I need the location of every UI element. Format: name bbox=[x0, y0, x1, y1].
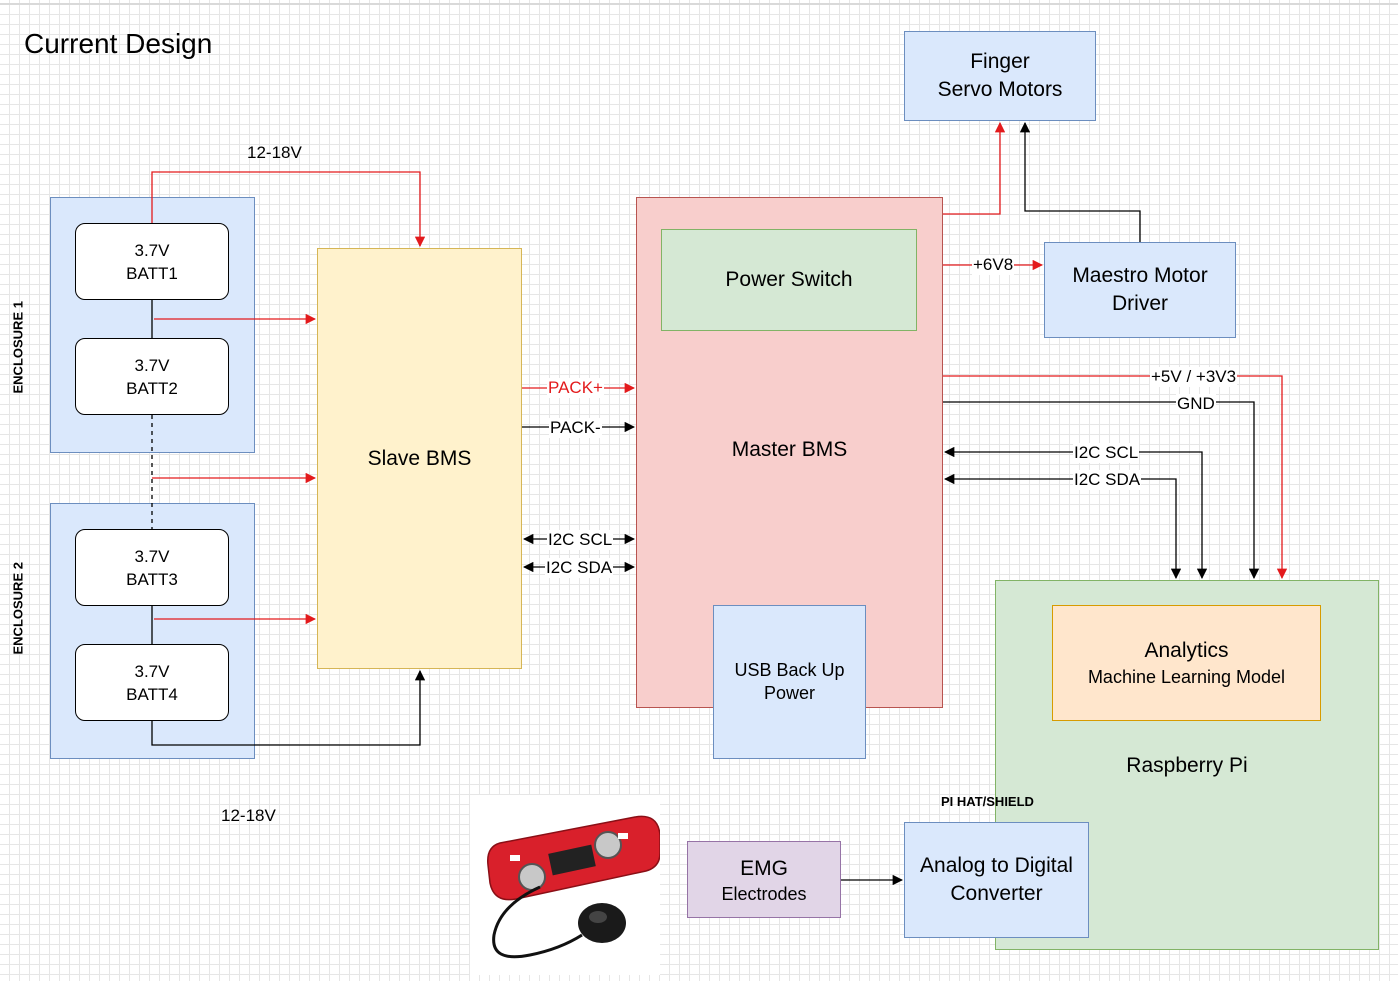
slave-bms: Slave BMS bbox=[317, 248, 522, 669]
master-bms-label: Master BMS bbox=[731, 438, 848, 461]
pack-plus-label: PACK+ bbox=[547, 378, 604, 398]
emg-electrodes: EMG Electrodes bbox=[687, 841, 841, 918]
battery-1-name: BATT1 bbox=[126, 263, 178, 283]
usb-backup-power: USB Back Up Power bbox=[713, 605, 866, 759]
battery-2-name: BATT2 bbox=[126, 378, 178, 398]
emg-line2: Electrodes bbox=[721, 883, 807, 904]
finger-line1: Finger bbox=[970, 50, 1030, 73]
battery-4: 3.7V BATT4 bbox=[75, 644, 229, 721]
wire-i2c-sda-pi bbox=[943, 473, 1182, 580]
v6v8-label: +6V8 bbox=[972, 255, 1015, 275]
battery-3-voltage: 3.7V bbox=[134, 546, 170, 566]
emg-line1: EMG bbox=[740, 856, 788, 880]
finger-line2: Servo Motors bbox=[937, 78, 1063, 101]
power-switch-label: Power Switch bbox=[725, 268, 853, 291]
emg-sensor-image bbox=[470, 795, 661, 975]
adc-line2: Converter bbox=[950, 882, 1043, 905]
pack-minus-label: PACK- bbox=[549, 418, 602, 438]
battery-1-voltage: 3.7V bbox=[134, 240, 170, 260]
battery-4-voltage: 3.7V bbox=[134, 661, 170, 681]
wire-12v-bottom bbox=[151, 669, 426, 746]
wire-12v-top bbox=[151, 171, 426, 248]
voltage-label-bottom: 12-18V bbox=[221, 806, 276, 825]
analytics-line1: Analytics bbox=[1144, 639, 1229, 662]
top-border bbox=[0, 3, 1398, 5]
gnd-label: GND bbox=[1176, 394, 1216, 414]
slave-bms-label: Slave BMS bbox=[367, 446, 472, 470]
battery-2-voltage: 3.7V bbox=[134, 355, 170, 375]
maestro-line2: Driver bbox=[1112, 292, 1168, 315]
i2c-scl-slave-label: I2C SCL bbox=[547, 530, 614, 550]
raspberry-pi-label: Raspberry Pi bbox=[1126, 754, 1248, 777]
battery-2: 3.7V BATT2 bbox=[75, 338, 229, 415]
analytics-ml-model: Analytics Machine Learning Model bbox=[1052, 605, 1321, 721]
battery-4-name: BATT4 bbox=[126, 684, 178, 704]
maestro-line1: Maestro Motor bbox=[1072, 264, 1208, 287]
power-switch: Power Switch bbox=[661, 229, 917, 331]
i2c-sda-pi-label: I2C SDA bbox=[1073, 470, 1142, 490]
wire-i2c-scl-pi bbox=[943, 446, 1208, 580]
i2c-scl-pi-label: I2C SCL bbox=[1073, 443, 1140, 463]
pi-hat-label: PI HAT/SHIELD bbox=[941, 794, 1034, 809]
voltage-label-top: 12-18V bbox=[247, 143, 302, 162]
i2c-sda-slave-label: I2C SDA bbox=[545, 558, 614, 578]
wire-maestro-finger bbox=[1019, 121, 1141, 242]
battery-1: 3.7V BATT1 bbox=[75, 223, 229, 300]
finger-servo-motors: Finger Servo Motors bbox=[904, 31, 1096, 121]
adc-line1: Analog to Digital bbox=[920, 854, 1073, 877]
wire-gnd bbox=[943, 401, 1260, 580]
analog-to-digital-converter: Analog to Digital Converter bbox=[904, 822, 1089, 938]
maestro-motor-driver: Maestro Motor Driver bbox=[1044, 242, 1236, 338]
battery-3-name: BATT3 bbox=[126, 569, 178, 589]
wire-master-finger bbox=[943, 121, 1006, 215]
usb-backup-line2: Power bbox=[763, 683, 816, 703]
wire-5v-3v3 bbox=[943, 375, 1288, 580]
usb-backup-line1: USB Back Up bbox=[734, 660, 845, 680]
analytics-line2: Machine Learning Model bbox=[1087, 667, 1286, 687]
battery-3: 3.7V BATT3 bbox=[75, 529, 229, 606]
diagram-title: Current Design bbox=[24, 28, 213, 59]
v5v3-label: +5V / +3V3 bbox=[1150, 367, 1238, 387]
